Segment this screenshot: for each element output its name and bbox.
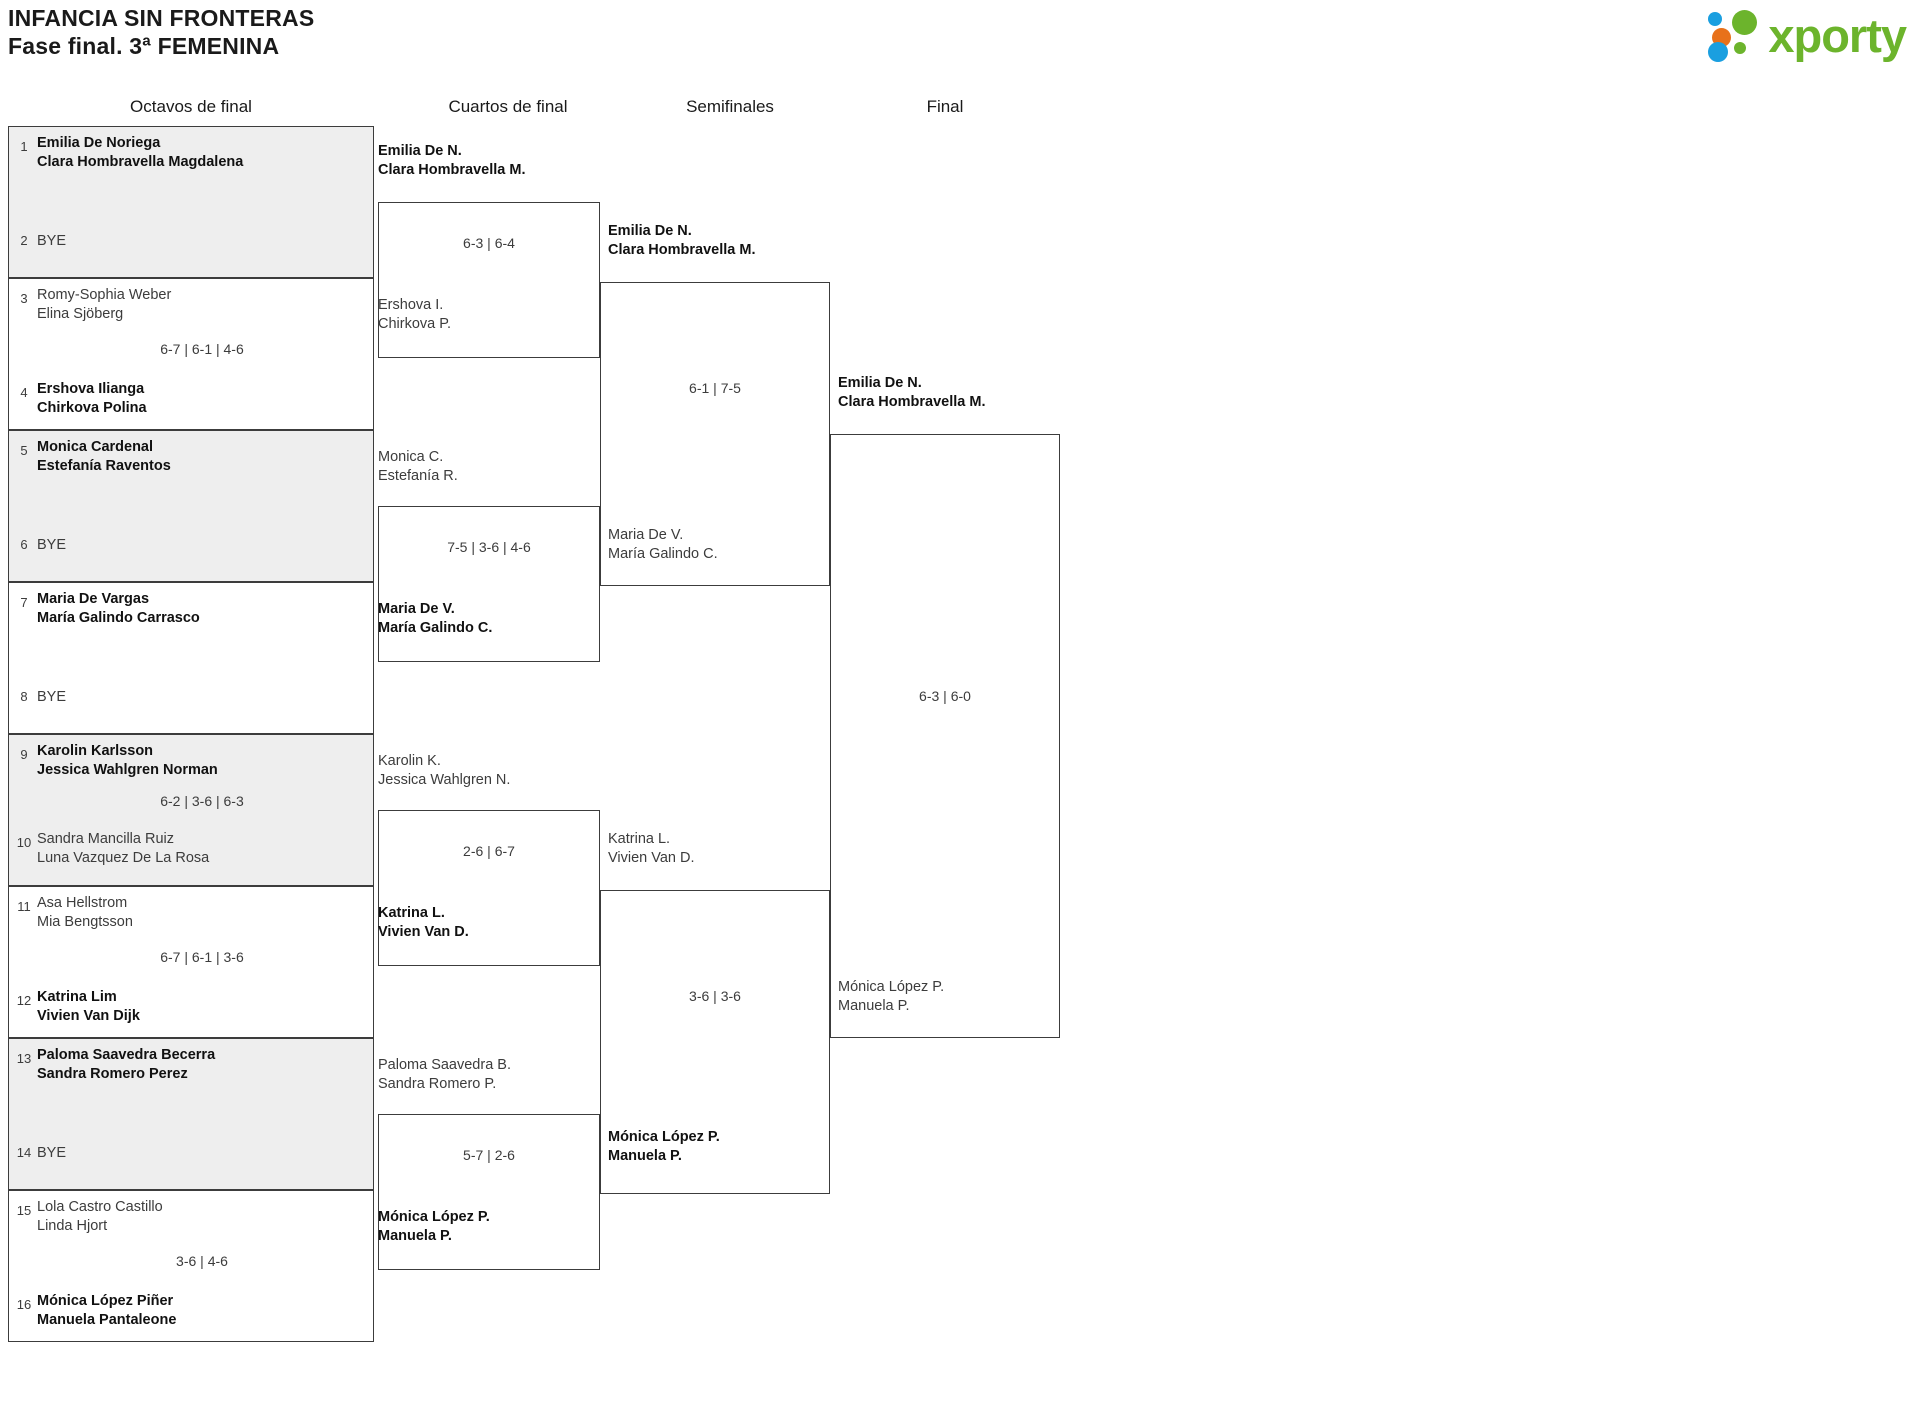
- r16-team-top: Lola Castro Castillo Linda Hjort: [37, 1199, 163, 1234]
- qf-connector-2: [378, 506, 600, 662]
- seed-number: 2: [20, 233, 28, 248]
- final-connector: [830, 434, 1060, 1038]
- r16-team-bottom: BYE: [37, 1145, 67, 1161]
- final-team-top: Emilia De N. Clara Hombravella M.: [838, 375, 986, 410]
- r16-match-4[interactable]: 7 Maria De Vargas María Galindo Carrasco…: [8, 582, 374, 734]
- round-header-octavos: Octavos de final: [130, 97, 252, 116]
- sf-connector-2: [600, 890, 830, 1194]
- r16-team-top: Maria De Vargas María Galindo Carrasco: [37, 591, 200, 626]
- sf-connector-1: [600, 282, 830, 586]
- r16-match-6[interactable]: 11 Asa Hellstrom Mia Bengtsson 6-7 | 6-1…: [8, 886, 374, 1038]
- qf-team-top-1: Emilia De N. Clara Hombravella M.: [378, 143, 526, 178]
- phase-name: Fase final. 3ª FEMENINA: [8, 33, 280, 59]
- seed-number: 3: [20, 291, 28, 306]
- seed-number: 6: [20, 537, 28, 552]
- seed-number: 4: [20, 385, 28, 400]
- qf-connector-3: [378, 810, 600, 966]
- qf-team-bottom-1: Ershova I. Chirkova P.: [378, 297, 452, 332]
- page-title: INFANCIA SIN FRONTERAS Fase final. 3ª FE…: [8, 4, 314, 60]
- qf-score-1: 6-3 | 6-4: [463, 235, 515, 251]
- round-header-cuartos: Cuartos de final: [448, 97, 568, 116]
- xporty-wordmark: xporty: [1768, 8, 1907, 62]
- qf-connector-1: [378, 202, 600, 358]
- xporty-dots-icon: [1708, 8, 1762, 62]
- sf-team-bottom-2: Mónica López P. Manuela P.: [608, 1129, 720, 1164]
- r16-team-top: Romy-Sophia Weber Elina Sjöberg: [37, 287, 172, 322]
- seed-number: 15: [16, 1203, 32, 1218]
- r16-score: 6-7 | 6-1 | 4-6: [160, 341, 244, 357]
- r16-team-bottom: BYE: [37, 689, 67, 705]
- seed-number: 10: [16, 835, 32, 850]
- qf-team-bottom-3: Katrina L. Vivien Van D.: [378, 905, 469, 940]
- r16-match-7[interactable]: 13 Paloma Saavedra Becerra Sandra Romero…: [8, 1038, 374, 1190]
- r16-team-top: Emilia De Noriega Clara Hombravella Magd…: [37, 135, 244, 170]
- r16-team-top: Karolin Karlsson Jessica Wahlgren Norman: [37, 743, 218, 778]
- r16-score: 6-7 | 6-1 | 3-6: [160, 949, 244, 965]
- qf-score-3: 2-6 | 6-7: [463, 843, 515, 859]
- r16-match-5[interactable]: 9 Karolin Karlsson Jessica Wahlgren Norm…: [8, 734, 374, 886]
- r16-team-bottom: Ershova Ilianga Chirkova Polina: [37, 381, 147, 416]
- round-header-semifinales: Semifinales: [686, 97, 774, 116]
- sf-score-2: 3-6 | 3-6: [689, 988, 741, 1004]
- qf-team-top-3: Karolin K. Jessica Wahlgren N.: [378, 753, 511, 788]
- r16-score: 3-6 | 4-6: [176, 1253, 228, 1269]
- r16-team-bottom: BYE: [37, 537, 67, 553]
- r16-match-2[interactable]: 3 Romy-Sophia Weber Elina Sjöberg 6-7 | …: [8, 278, 374, 430]
- seed-number: 12: [16, 993, 32, 1008]
- r16-team-top: Monica Cardenal Estefanía Raventos: [37, 439, 171, 474]
- seed-number: 14: [16, 1145, 32, 1160]
- r16-team-bottom: Sandra Mancilla Ruiz Luna Vazquez De La …: [37, 831, 210, 866]
- qf-connector-4: [378, 1114, 600, 1270]
- seed-number: 11: [17, 899, 31, 914]
- qf-score-4: 5-7 | 2-6: [463, 1147, 515, 1163]
- seed-number: 9: [20, 747, 28, 762]
- r16-match-8[interactable]: 15 Lola Castro Castillo Linda Hjort 3-6 …: [8, 1190, 374, 1342]
- qf-score-2: 7-5 | 3-6 | 4-6: [447, 539, 531, 555]
- seed-number: 16: [16, 1297, 32, 1312]
- qf-team-bottom-4: Mónica López P. Manuela P.: [378, 1209, 490, 1244]
- tournament-name: INFANCIA SIN FRONTERAS: [8, 5, 315, 31]
- sf-score-1: 6-1 | 7-5: [689, 380, 741, 396]
- seed-number: 1: [20, 139, 28, 154]
- sf-team-bottom-1: Maria De V. María Galindo C.: [608, 527, 718, 562]
- round-header-final: Final: [926, 97, 964, 116]
- sf-team-top-2: Katrina L. Vivien Van D.: [608, 831, 695, 866]
- seed-number: 5: [20, 443, 28, 458]
- r16-team-top: Paloma Saavedra Becerra Sandra Romero Pe…: [37, 1047, 216, 1082]
- seed-number: 13: [16, 1051, 32, 1066]
- qf-team-top-2: Monica C. Estefanía R.: [378, 449, 458, 484]
- r16-score: 6-2 | 3-6 | 6-3: [160, 793, 244, 809]
- r16-team-bottom: BYE: [37, 233, 67, 249]
- r16-team-top: Asa Hellstrom Mia Bengtsson: [37, 895, 133, 930]
- r16-match-1[interactable]: 1 Emilia De Noriega Clara Hombravella Ma…: [8, 126, 374, 278]
- sf-team-top-1: Emilia De N. Clara Hombravella M.: [608, 223, 756, 258]
- final-team-bottom: Mónica López P. Manuela P.: [838, 979, 945, 1014]
- qf-team-bottom-2: Maria De V. María Galindo C.: [378, 601, 493, 636]
- qf-team-top-4: Paloma Saavedra B. Sandra Romero P.: [378, 1057, 511, 1092]
- r16-team-bottom: Mónica López Piñer Manuela Pantaleone: [37, 1293, 177, 1328]
- final-score: 6-3 | 6-0: [919, 688, 971, 704]
- seed-number: 8: [20, 689, 28, 704]
- r16-team-bottom: Katrina Lim Vivien Van Dijk: [37, 989, 140, 1024]
- xporty-logo: xporty: [1708, 8, 1907, 62]
- r16-match-3[interactable]: 5 Monica Cardenal Estefanía Raventos 6 B…: [8, 430, 374, 582]
- seed-number: 7: [20, 595, 28, 610]
